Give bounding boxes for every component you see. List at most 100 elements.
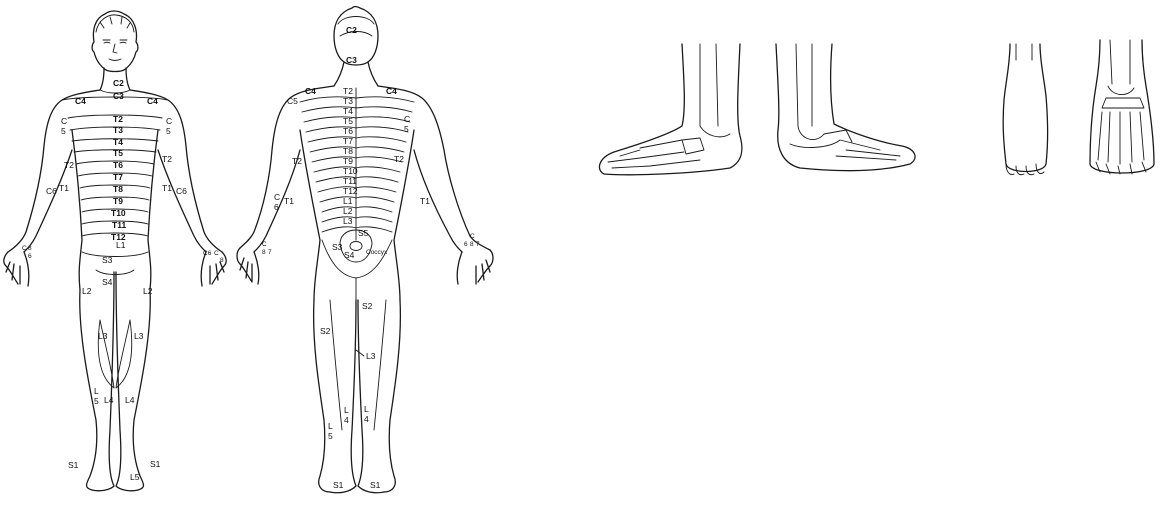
back-label-t4: T4 xyxy=(343,106,353,116)
back-label-l4-left-num: 4 xyxy=(344,415,349,425)
front-label-t1-left: T1 xyxy=(59,183,69,193)
front-label-l4-left: L4 xyxy=(104,395,114,405)
back-label-t6: T6 xyxy=(343,126,353,136)
back-label-s1-right: S1 xyxy=(370,480,381,490)
back-hand-left xyxy=(237,248,259,284)
back-thoracic-bands xyxy=(300,97,414,232)
foot-dorsum-view xyxy=(1090,40,1154,174)
back-label-t10: T10 xyxy=(343,166,358,176)
front-label-l3-right: L3 xyxy=(134,331,144,341)
back-label-l2: L2 xyxy=(343,206,353,216)
back-label-l4-right: L xyxy=(364,404,369,414)
back-label-t1-right: T1 xyxy=(420,196,430,206)
back-label-hand-c8-right: 8 xyxy=(470,241,474,248)
front-leg-outer-right xyxy=(133,290,150,490)
front-label-c3: C3 xyxy=(113,91,124,101)
back-label-l4-right-num: 4 xyxy=(364,414,369,424)
back-label-l5-left: L xyxy=(328,421,333,431)
front-label-t4: T4 xyxy=(113,137,123,147)
front-label-t2: T2 xyxy=(113,114,123,124)
back-label-t1-left: T1 xyxy=(284,196,294,206)
front-trunk-left xyxy=(72,130,82,290)
front-label-t2-arm-left: T2 xyxy=(64,160,74,170)
back-label-l1: L1 xyxy=(343,196,353,206)
front-label-c4-left: C4 xyxy=(75,96,86,106)
front-label-l5-left-num: 5 xyxy=(94,396,99,406)
back-label-t12: T12 xyxy=(343,186,358,196)
front-label-t3: T3 xyxy=(113,125,123,135)
front-label-t10: T10 xyxy=(111,208,126,218)
front-label-hand-c6-left: 6 xyxy=(28,253,32,260)
front-label-c5-right: C xyxy=(166,116,172,126)
front-label-t7: T7 xyxy=(113,172,123,182)
foot-sole-view xyxy=(1003,44,1047,175)
back-label-t3: T3 xyxy=(343,96,353,106)
foot-lateral-view xyxy=(776,44,915,171)
front-label-t1-right: T1 xyxy=(162,183,172,193)
back-label-t2-arm-right: T2 xyxy=(394,154,404,164)
back-label-hand-c6-right: 6 xyxy=(464,241,468,248)
back-label-c3: C3 xyxy=(346,55,357,65)
front-label-c5-left-num: 5 xyxy=(61,126,66,136)
back-label-c4-left: C4 xyxy=(305,86,316,96)
back-label-c5-right: C xyxy=(404,114,410,124)
front-label-l5-left: L xyxy=(94,386,99,396)
foot-medial-outline xyxy=(599,44,741,175)
front-label-l5-foot: L5 xyxy=(130,472,140,482)
back-torso-left xyxy=(240,86,334,248)
back-label-hand-c7-left: 7 xyxy=(268,249,272,256)
front-label-c6-left: C6 xyxy=(46,186,57,196)
back-leg-inner-right xyxy=(358,300,384,493)
front-label-c5-right-num: 5 xyxy=(166,126,171,136)
front-torso-right xyxy=(130,90,222,252)
front-torso-left xyxy=(8,90,100,252)
front-label-l1: L1 xyxy=(116,240,126,250)
back-label-s5: S5 xyxy=(358,228,369,238)
back-label-s4: S4 xyxy=(344,250,355,260)
foot-sole-toes xyxy=(1006,44,1044,175)
front-label-c4-right: C4 xyxy=(147,96,158,106)
back-trunk-left xyxy=(300,130,320,300)
front-label-t5: T5 xyxy=(113,148,123,158)
back-label-c2: C2 xyxy=(346,25,357,35)
back-hand-right xyxy=(457,250,493,284)
front-hand-left xyxy=(4,252,29,286)
foot-sole-outline xyxy=(1003,44,1047,172)
back-label-c6-left-num: 6 xyxy=(274,202,279,212)
front-label-s1-left: S1 xyxy=(68,460,79,470)
front-face-features xyxy=(103,40,127,61)
front-label-hand-c8-left: 8 xyxy=(28,245,32,252)
back-label-t5: T5 xyxy=(343,116,353,126)
back-leg-inner-left xyxy=(330,300,356,493)
back-label-l4-left: L xyxy=(344,405,349,415)
back-label-c6-left: C xyxy=(274,192,280,202)
front-groin-lines xyxy=(82,252,148,388)
back-label-c5-right-num: 5 xyxy=(404,124,409,134)
front-trunk-right xyxy=(148,130,158,290)
back-label-t7: T7 xyxy=(343,136,353,146)
back-label-hand-c7-right: 7 xyxy=(476,241,480,248)
back-label-hand-c-right: C xyxy=(470,233,475,240)
foot-medial-view xyxy=(599,44,741,175)
back-sacral-region xyxy=(322,230,392,300)
front-label-c6-right: C6 xyxy=(176,186,187,196)
back-label-t2-arm-left: T2 xyxy=(292,156,302,166)
back-label-s1-left: S1 xyxy=(333,480,344,490)
back-label-s2-right: S2 xyxy=(362,301,373,311)
front-label-hand-c8-right: 8 xyxy=(220,257,224,264)
back-label-t9: T9 xyxy=(343,156,353,166)
front-label-hand-c7-right: C xyxy=(214,250,219,257)
back-label-hand-c-left: C xyxy=(262,241,267,248)
back-label-l5-left-num: 5 xyxy=(328,431,333,441)
front-label-t11: T11 xyxy=(112,220,126,230)
front-label-l2-left: L2 xyxy=(82,286,92,296)
front-label-c2: C2 xyxy=(113,78,124,88)
front-label-l3-left: L3 xyxy=(98,331,108,341)
foot-dorsum-outline xyxy=(1090,40,1154,173)
front-label-s3: S3 xyxy=(102,255,113,265)
front-label-l2-right: L2 xyxy=(143,286,153,296)
front-hair xyxy=(96,15,134,32)
back-label-t11: T11 xyxy=(343,176,357,186)
front-label-hand-c-left: C xyxy=(22,245,27,252)
